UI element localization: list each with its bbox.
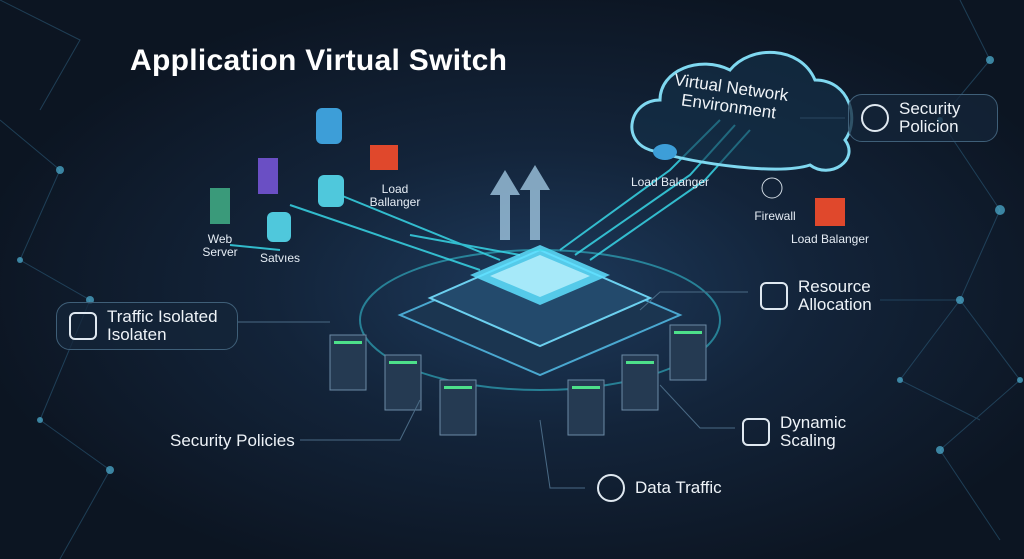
clock-document-icon — [742, 418, 770, 446]
callout-line1: Dynamic — [780, 413, 847, 432]
callout-line2: Scaling — [780, 431, 836, 450]
central-switch — [359, 245, 721, 391]
web-server-label: Web Server — [202, 232, 238, 259]
user-shield-icon — [861, 104, 889, 132]
web-server-icon — [210, 188, 230, 224]
server-gear-icon — [760, 282, 788, 310]
callout-line2: Policion — [899, 117, 959, 136]
firewall-label: Firewall — [754, 209, 796, 223]
load-balancer-top-icon — [653, 144, 677, 160]
callout-line1: Traffic Isolated — [107, 307, 218, 326]
cloud-shape — [630, 50, 854, 172]
data-traffic-label: Data Traffic — [635, 478, 722, 497]
satvas-label: Satvıes — [259, 251, 301, 265]
load-balancer-right-label: Load Balanger — [790, 232, 870, 246]
callout-line1: Security — [899, 99, 961, 118]
callout-line1: Resource — [798, 277, 871, 296]
security-policies-label: Security Policies — [170, 431, 295, 450]
load-balancer-left-label: Load Ballanger — [369, 182, 421, 209]
load-balancer-left-icon — [370, 145, 398, 170]
load-balancer-top-label: Load Balanger — [630, 175, 710, 189]
firewall-brick-icon — [815, 198, 845, 226]
page-title: Application Virtual Switch — [130, 44, 508, 77]
app-server-icon — [258, 158, 278, 194]
upload-arrows-icon — [490, 165, 550, 240]
rack-servers — [329, 324, 707, 436]
document-icon — [69, 312, 97, 340]
callout-line2: Isolaten — [107, 325, 167, 344]
callout-line2: Allocation — [798, 295, 872, 314]
users-icon — [597, 474, 625, 502]
database-icons — [267, 108, 344, 242]
firewall-cycle-icon — [761, 177, 783, 199]
data-traffic-callout: Data Traffic — [597, 474, 722, 502]
